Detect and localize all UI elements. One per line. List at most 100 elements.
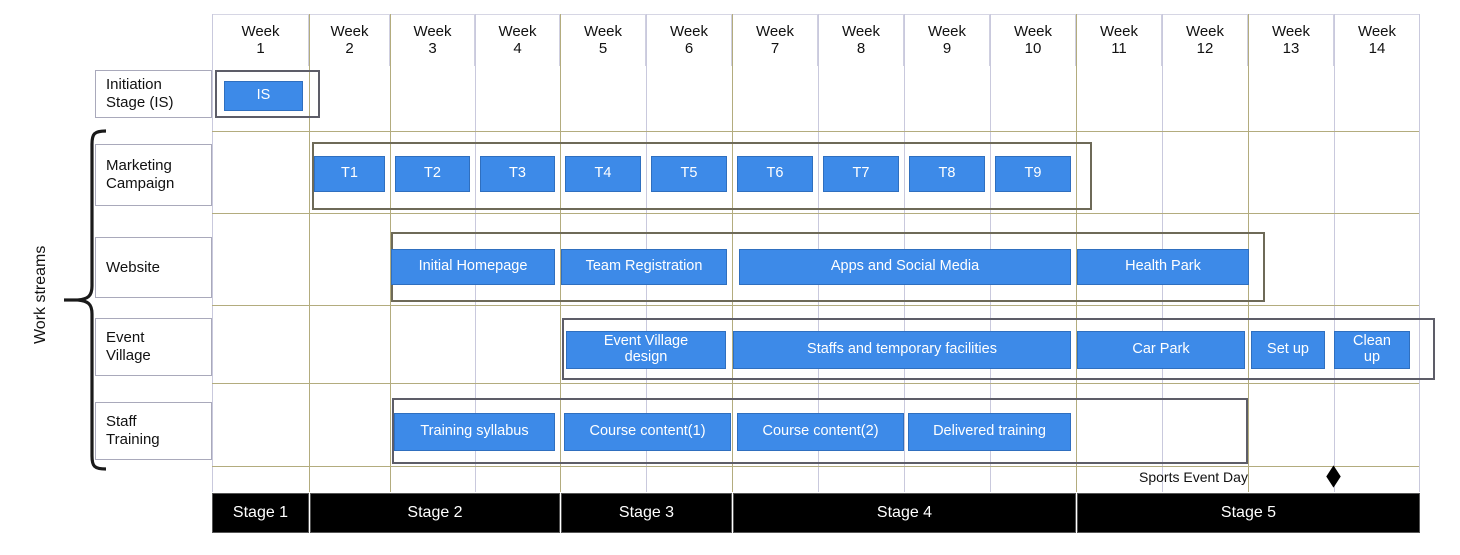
work-streams-label: Work streams [32, 245, 49, 344]
gridline-w5 [560, 14, 561, 492]
task-bar-t6[interactable]: T6 [737, 156, 813, 192]
gridline-w11 [1076, 14, 1077, 492]
stage-label: Stage 2 [407, 504, 463, 521]
week-header-line1: Week [669, 22, 709, 40]
task-bar-is[interactable]: IS [224, 81, 303, 111]
gridline-w1-left [212, 14, 213, 492]
task-bar-t3[interactable]: T3 [480, 156, 555, 192]
week-header-line2: 13 [1282, 39, 1300, 57]
row-label-line1: Marketing [106, 157, 172, 174]
task-bar-t8[interactable]: T8 [909, 156, 985, 192]
task-bar-course-content-1[interactable]: Course content(1) [564, 413, 731, 451]
week-header-line1: Week [330, 22, 369, 40]
task-bar-label: Initial Homepage [418, 258, 528, 275]
row-outline-staff-training [392, 398, 1248, 464]
week-header-line1: Week [583, 22, 623, 40]
week-header-line2: 1 [256, 39, 265, 57]
task-bar-label: IS [256, 87, 271, 104]
swimlane-separator-4 [212, 383, 1419, 384]
task-bar-t1[interactable]: T1 [314, 156, 385, 192]
task-bar-label: Health Park [1125, 258, 1201, 275]
row-label-line1: Website [106, 258, 160, 276]
week-header-line1: Week [927, 22, 967, 40]
week-header-line2: 5 [598, 39, 608, 57]
task-bar-delivered-training[interactable]: Delivered training [908, 413, 1071, 451]
task-bar-t5[interactable]: T5 [651, 156, 727, 192]
week-header-line1: Week [1271, 22, 1311, 40]
task-bar-training-syllabus[interactable]: Training syllabus [394, 413, 555, 451]
task-bar-team-registration[interactable]: Team Registration [561, 249, 727, 285]
task-bar-label-line1: Clean [1353, 333, 1391, 350]
task-bar-label: Team Registration [585, 258, 703, 275]
task-bar-t2[interactable]: T2 [395, 156, 470, 192]
task-bar-label: Car Park [1132, 341, 1190, 358]
task-bar-car-park[interactable]: Car Park [1077, 331, 1245, 369]
week-header-line2: 2 [345, 39, 354, 57]
task-bar-label: Staffs and temporary facilities [807, 341, 997, 358]
task-bar-label: T8 [938, 165, 956, 182]
stage-label: Stage 4 [876, 504, 933, 521]
row-label-line1: Initiation [106, 76, 162, 93]
week-header-line1: Week [1357, 22, 1397, 40]
task-bar-t7[interactable]: T7 [823, 156, 899, 192]
task-bar-initial-homepage[interactable]: Initial Homepage [391, 249, 555, 285]
task-bar-course-content-2[interactable]: Course content(2) [737, 413, 904, 451]
stage-bar-4[interactable]: Stage 4 [733, 493, 1076, 533]
swimlane-separator-1 [212, 131, 1419, 132]
stage-label: Stage 1 [232, 504, 289, 521]
week-header-line2: 6 [684, 39, 694, 57]
milestone-label: Sports Event Day [1139, 469, 1248, 485]
gridline-w2 [309, 14, 310, 492]
task-bar-label: Course content(1) [589, 423, 706, 440]
stage-bar-3[interactable]: Stage 3 [561, 493, 732, 533]
task-bar-t9[interactable]: T9 [995, 156, 1071, 192]
task-bar-staffs-and-temporary-facilities[interactable]: Staffs and temporary facilities [733, 331, 1071, 369]
week-header-line2: 12 [1196, 39, 1214, 57]
task-bar-label-line2: up [1363, 349, 1381, 365]
task-bar-label: T6 [766, 165, 784, 182]
task-bar-label: Training syllabus [420, 423, 529, 440]
row-label-line1: Event [106, 329, 145, 346]
week-header-line2: 8 [856, 39, 866, 57]
row-label-initiation-stage: Initiation Stage (IS) [95, 70, 212, 118]
row-label-line2: Campaign [106, 175, 175, 192]
week-header-line1: Week [241, 22, 280, 40]
week-header-line2: 10 [1024, 39, 1042, 57]
stage-bar-2[interactable]: Stage 2 [310, 493, 560, 533]
task-bar-clean-up[interactable]: Clean up [1334, 331, 1410, 369]
week-header-line1: Week [755, 22, 795, 40]
task-bar-label-line2: design [624, 349, 668, 365]
gridline-right-edge [1419, 14, 1420, 492]
task-bar-label: T7 [852, 165, 870, 182]
row-outline-marketing-campaign [312, 142, 1092, 210]
diamond-icon [1326, 465, 1341, 488]
stage-bar-1[interactable]: Stage 1 [212, 493, 309, 533]
task-bar-set-up[interactable]: Set up [1251, 331, 1325, 369]
week-header-line1: Week [1013, 22, 1053, 40]
row-label-line2: Training [106, 431, 160, 448]
task-bar-health-park[interactable]: Health Park [1077, 249, 1249, 285]
task-bar-apps-and-social-media[interactable]: Apps and Social Media [739, 249, 1071, 285]
task-bar-t4[interactable]: T4 [565, 156, 641, 192]
stage-bar-5[interactable]: Stage 5 [1077, 493, 1420, 533]
task-bar-label: Course content(2) [762, 423, 879, 440]
row-outline-initiation-stage [215, 70, 320, 118]
task-bar-label: T3 [509, 165, 526, 182]
task-bar-event-village-design[interactable]: Event Village design [566, 331, 726, 369]
week-header-line1: Week [841, 22, 881, 40]
row-label-line1: Staff [106, 413, 137, 430]
row-outline-event-village [562, 318, 1435, 380]
week-header-line2: 4 [513, 39, 522, 57]
row-label-event-village: Event Village [95, 318, 212, 376]
week-header-line1: Week [498, 22, 537, 40]
week-header-line2: 7 [770, 39, 780, 57]
gridline-w7 [732, 14, 733, 492]
